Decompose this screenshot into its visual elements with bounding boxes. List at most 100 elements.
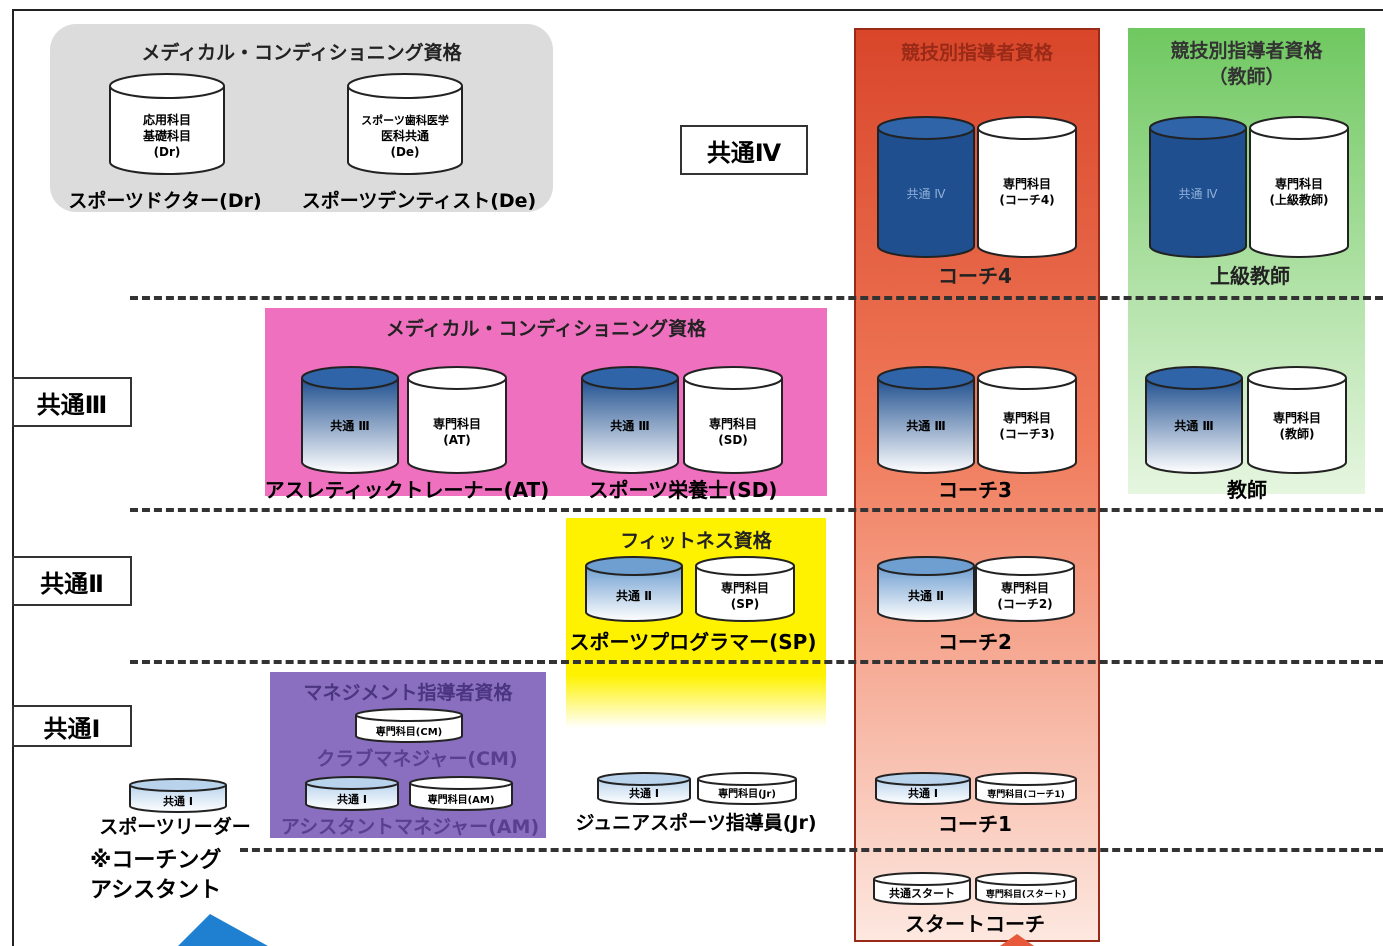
level-label-ii: 共通Ⅱ xyxy=(12,556,132,606)
start-special-text: 専門科目(スタート) xyxy=(986,888,1066,900)
cylinder-at-common: 共通 Ⅲ xyxy=(301,366,399,474)
dentist-cyl-line3: (De) xyxy=(390,145,419,159)
cylinder-coach1-special: 専門科目(コーチ1) xyxy=(975,772,1077,805)
at-special-line2: (AT) xyxy=(443,433,471,447)
sp-common-text: 共通 Ⅱ xyxy=(616,588,652,603)
cylinder-sp-special: 専門科目 (SP) xyxy=(695,556,795,622)
coach3-special-line2: (コーチ3) xyxy=(999,427,1054,441)
fitness-title: フィットネス資格 xyxy=(620,530,772,552)
cm-special-text: 専門科目(CM) xyxy=(376,725,442,738)
leader-common-text: 共通 Ⅰ xyxy=(163,794,193,808)
coach3-common-text: 共通 Ⅲ xyxy=(906,418,946,433)
cylinder-start-special: 専門科目(スタート) xyxy=(975,872,1077,905)
sp-special-line2: (SP) xyxy=(731,597,759,611)
cylinder-am-special: 専門科目(AM) xyxy=(409,776,513,811)
coach1-common-text: 共通 Ⅰ xyxy=(908,786,938,800)
label-cm: クラブマネジャー(CM) xyxy=(316,748,518,770)
doctor-cyl-line3: (Dr) xyxy=(154,145,181,159)
sd-common-text: 共通 Ⅲ xyxy=(610,418,650,433)
am-special-text: 専門科目(AM) xyxy=(428,793,495,806)
sd-special-line1: 専門科目 xyxy=(709,416,757,431)
at-special-line1: 専門科目 xyxy=(433,416,481,431)
label-jr: ジュニアスポーツ指導員(Jr) xyxy=(575,812,817,834)
label-doctor: スポーツドクター(Dr) xyxy=(68,190,262,212)
cylinder-leader-common: 共通 Ⅰ xyxy=(129,778,227,813)
teacher-panel-title-line1: 競技別指導者資格 xyxy=(1170,40,1323,62)
at-common-text: 共通 Ⅲ xyxy=(330,418,370,433)
label-teacher: 教師 xyxy=(1227,478,1267,502)
cylinder-jr-common: 共通 Ⅰ xyxy=(597,772,691,805)
cylinder-dentist: スポーツ歯科医学 医科共通 (De) xyxy=(347,73,463,175)
cylinder-sp-common: 共通 Ⅱ xyxy=(585,556,683,622)
senior-teacher-common-text: 共通 Ⅳ xyxy=(1179,187,1218,201)
senior-teacher-special-line2: (上級教師) xyxy=(1270,192,1329,207)
coach4-special-line2: (コーチ4) xyxy=(999,193,1054,207)
sd-special-line2: (SD) xyxy=(718,433,748,447)
teacher-panel-title-line2: （教師） xyxy=(1208,66,1285,88)
senior-teacher-special-line1: 専門科目 xyxy=(1275,176,1323,191)
cylinder-at-special: 専門科目 (AT) xyxy=(407,366,507,474)
label-sd: スポーツ栄養士(SD) xyxy=(588,478,778,502)
jr-common-text: 共通 Ⅰ xyxy=(629,786,659,800)
teacher-common-text: 共通 Ⅲ xyxy=(1174,418,1214,433)
level-label-iv: 共通Ⅳ xyxy=(680,125,808,175)
sp-special-line1: 専門科目 xyxy=(721,580,769,595)
level-divider-ii-i xyxy=(130,660,1383,664)
cylinder-start-common: 共通スタート xyxy=(873,872,971,905)
cylinder-sd-common: 共通 Ⅲ xyxy=(581,366,679,474)
coach2-special-line2: (コーチ2) xyxy=(997,597,1052,611)
level-divider-i-start xyxy=(240,848,1383,852)
cylinder-coach2-special: 専門科目 (コーチ2) xyxy=(975,556,1075,622)
medical-mid-title: メディカル・コンディショニング資格 xyxy=(385,318,707,340)
label-am: アシスタントマネジャー(AM) xyxy=(280,816,540,838)
cylinder-coach3-special: 専門科目 (コーチ3) xyxy=(977,366,1077,474)
cylinder-coach2-common: 共通 Ⅱ xyxy=(877,556,975,622)
level-label-iii: 共通Ⅲ xyxy=(12,377,132,427)
coach-panel-title: 競技別指導者資格 xyxy=(900,42,1053,64)
dentist-cyl-line2: 医科共通 xyxy=(381,128,429,143)
cylinder-coach3-common: 共通 Ⅲ xyxy=(877,366,975,474)
cylinder-coach1-common: 共通 Ⅰ xyxy=(875,772,971,805)
cylinder-am-common: 共通 Ⅰ xyxy=(305,776,399,811)
doctor-cyl-line1: 応用科目 xyxy=(143,112,191,127)
teacher-special-line2: (教師) xyxy=(1280,426,1315,441)
doctor-cyl-line2: 基礎科目 xyxy=(142,128,191,143)
teacher-special-line1: 専門科目 xyxy=(1273,410,1321,425)
cylinder-teacher-common: 共通 Ⅲ xyxy=(1145,366,1243,474)
start-common-text: 共通スタート xyxy=(889,886,955,900)
cylinder-teacher-special: 専門科目 (教師) xyxy=(1247,366,1347,474)
level-label-i: 共通Ⅰ xyxy=(12,705,132,747)
jr-special-text: 専門科目(Jr) xyxy=(718,787,776,800)
cylinder-doctor: 応用科目 基礎科目 (Dr) xyxy=(109,73,225,175)
label-coach4: コーチ4 xyxy=(938,264,1012,288)
management-panel: マネジメント指導者資格 xyxy=(270,672,546,838)
level-divider-iv-iii xyxy=(130,296,1383,300)
label-start-coach: スタートコーチ xyxy=(905,912,1045,936)
label-senior-teacher: 上級教師 xyxy=(1210,264,1290,288)
cylinder-sd-special: 専門科目 (SD) xyxy=(683,366,783,474)
coach4-special-line1: 専門科目 xyxy=(1003,176,1051,191)
coaching-assistant-note-line1: ※コーチング xyxy=(90,848,222,873)
fitness-panel: フィットネス資格 xyxy=(566,518,826,728)
coach2-special-line1: 専門科目 xyxy=(1001,580,1049,595)
dentist-cyl-line1: スポーツ歯科医学 xyxy=(361,113,449,127)
coach4-common-text: 共通 Ⅳ xyxy=(907,187,946,201)
coaching-assistant-note-line2: アシスタント xyxy=(90,878,222,903)
am-common-text: 共通 Ⅰ xyxy=(337,792,367,806)
cylinder-jr-special: 専門科目(Jr) xyxy=(697,772,797,805)
label-dentist: スポーツデンティスト(De) xyxy=(301,190,537,212)
label-coach1: コーチ1 xyxy=(938,812,1012,836)
coach3-special-line1: 専門科目 xyxy=(1003,410,1051,425)
cylinder-senior-teacher-special: 専門科目 (上級教師) xyxy=(1249,116,1349,258)
label-sports-leader: スポーツリーダー xyxy=(99,816,251,838)
diagram-frame xyxy=(12,9,1383,946)
label-coach2: コーチ2 xyxy=(938,630,1012,654)
coach1-special-text: 専門科目(コーチ1) xyxy=(987,788,1065,800)
label-at: アスレティックトレーナー(AT) xyxy=(264,478,550,502)
coach2-common-text: 共通 Ⅱ xyxy=(908,588,944,603)
cylinder-coach4-special: 専門科目 (コーチ4) xyxy=(977,116,1077,258)
arrow-up-orange-icon xyxy=(1000,934,1034,946)
medical-top-title: メディカル・コンディショニング資格 xyxy=(141,42,462,64)
cylinder-senior-teacher-common: 共通 Ⅳ xyxy=(1149,116,1247,258)
arrow-up-blue-icon xyxy=(178,914,268,946)
